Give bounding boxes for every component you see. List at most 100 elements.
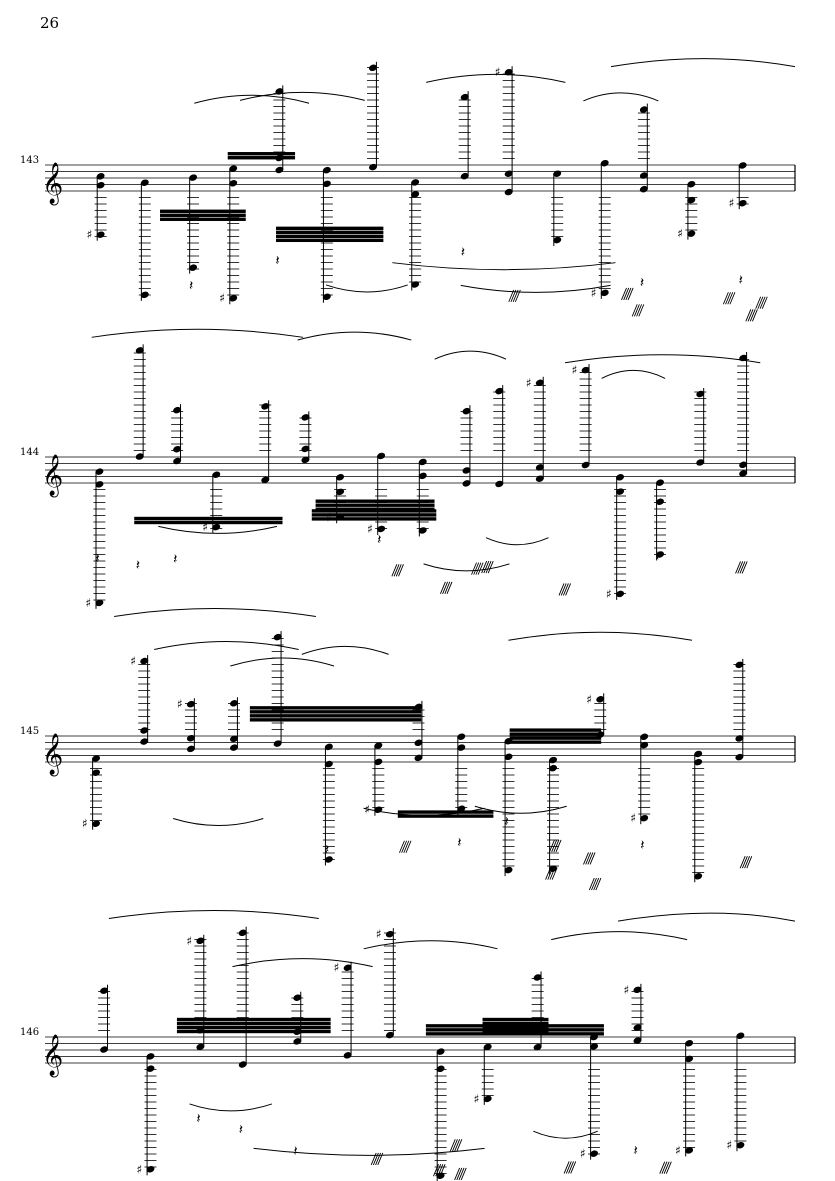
- tremolo-mark: [568, 1161, 574, 1174]
- notehead: [186, 700, 195, 708]
- tremolo-mark: [454, 1139, 461, 1152]
- tremolo-mark: [485, 560, 492, 574]
- slur: [297, 331, 412, 341]
- beam: [176, 1029, 331, 1034]
- beam: [249, 706, 422, 710]
- tremolo-mark: [593, 877, 600, 891]
- notehead: [460, 93, 469, 101]
- slur: [108, 910, 319, 920]
- tremolo-mark: [444, 581, 451, 595]
- tremolo-mark: [510, 289, 517, 303]
- tremolo-mark: [745, 309, 752, 322]
- notehead: [640, 814, 649, 822]
- sharp-sign: ♯: [677, 227, 683, 241]
- tremolo-mark: [588, 877, 595, 891]
- page-number: 26: [40, 14, 60, 32]
- sharp-sign: ♯: [376, 927, 382, 941]
- slur: [533, 1130, 598, 1139]
- notation-marks: 𝄞♯𝄽♯𝄽𝄽♯♯𝄽♯♯𝄽𝄞♯𝄽𝄽𝄽♯♯♯𝄽♯♯♯𝄽𝄞♯♯♯𝄽♯𝄽𝄽♯♯𝄽𝄞♯♯𝄽…: [42, 58, 796, 1181]
- slur: [434, 350, 507, 360]
- notehead: [418, 527, 427, 534]
- tremolo-mark: [722, 292, 729, 305]
- slur: [551, 931, 688, 941]
- notehead: [736, 1141, 745, 1149]
- rest: 𝄽: [640, 838, 644, 854]
- slur: [172, 818, 264, 827]
- notehead: [322, 293, 331, 301]
- tremolo-mark: [621, 287, 627, 301]
- sharp-sign: ♯: [219, 291, 225, 305]
- tremolo-mark: [735, 561, 741, 574]
- notehead: [140, 657, 149, 665]
- sharp-sign: ♯: [202, 520, 208, 534]
- tremolo-mark: [583, 852, 589, 865]
- notehead: [616, 590, 625, 598]
- tremolo-mark: [663, 1161, 670, 1174]
- treble-clef: 𝄞: [42, 733, 63, 776]
- notehead: [696, 390, 705, 398]
- tremolo-mark: [638, 304, 645, 317]
- slur: [154, 641, 299, 651]
- measure-number: 146: [20, 1027, 40, 1038]
- tremolo-mark: [665, 1161, 672, 1174]
- slur: [601, 370, 666, 379]
- notehead: [596, 696, 605, 703]
- sharp-sign: ♯: [729, 196, 735, 210]
- tremolo-mark: [623, 287, 630, 301]
- tremolo-mark: [562, 583, 569, 596]
- tremolo-mark: [551, 867, 558, 880]
- beam: [249, 710, 422, 714]
- tremolo-mark: [549, 867, 556, 880]
- rest: 𝄽: [293, 1143, 297, 1159]
- tremolo-mark: [746, 856, 753, 869]
- notehead: [92, 820, 101, 827]
- slur: [460, 284, 611, 293]
- beam: [276, 238, 384, 243]
- tremolo-mark: [565, 1161, 572, 1174]
- tremolo-mark: [659, 1161, 666, 1174]
- tremolo-mark: [761, 296, 768, 309]
- tremolo-mark: [729, 292, 736, 305]
- tremolo-mark: [475, 562, 482, 575]
- notehead: [95, 599, 104, 607]
- tremolo-mark: [570, 1161, 577, 1174]
- treble-clef: 𝄞: [42, 162, 63, 205]
- beam: [160, 209, 246, 213]
- tremolo-mark: [565, 583, 572, 596]
- tremolo-mark: [625, 287, 632, 301]
- notehead: [100, 987, 109, 994]
- tremolo-mark: [471, 562, 477, 575]
- tremolo-mark: [545, 867, 551, 880]
- sharp-sign: ♯: [367, 522, 373, 536]
- tremolo-mark: [752, 309, 758, 322]
- tremolo-mark: [456, 1167, 463, 1181]
- sharp-sign: ♯: [606, 587, 612, 601]
- sharp-sign: ♯: [130, 654, 136, 668]
- beam: [134, 520, 283, 525]
- tremolo-mark: [741, 561, 748, 574]
- measure-number: 145: [20, 726, 40, 737]
- rest: 𝄽: [173, 552, 177, 568]
- beam: [176, 1025, 331, 1030]
- tremolo-mark: [372, 1152, 379, 1166]
- rest: 𝄽: [239, 1122, 243, 1138]
- tremolo-mark: [442, 581, 449, 595]
- rest: 𝄽: [640, 275, 644, 291]
- tremolo-mark: [558, 583, 565, 596]
- sharp-sign: ♯: [630, 811, 636, 825]
- beam: [315, 499, 435, 503]
- slur: [583, 92, 659, 102]
- measure-number: 143: [20, 155, 40, 166]
- tremolo-mark: [446, 581, 453, 595]
- tremolo-mark: [454, 1167, 461, 1181]
- slur: [363, 807, 485, 816]
- rest: 𝄽: [504, 814, 508, 830]
- tremolo-mark: [375, 1152, 382, 1166]
- notehead: [483, 1095, 492, 1103]
- tremolo-mark: [563, 1161, 570, 1174]
- beam: [509, 740, 602, 744]
- sharp-sign: ♯: [334, 961, 340, 975]
- slur: [230, 657, 335, 667]
- sharp-sign: ♯: [675, 1143, 681, 1157]
- slur: [253, 1147, 485, 1156]
